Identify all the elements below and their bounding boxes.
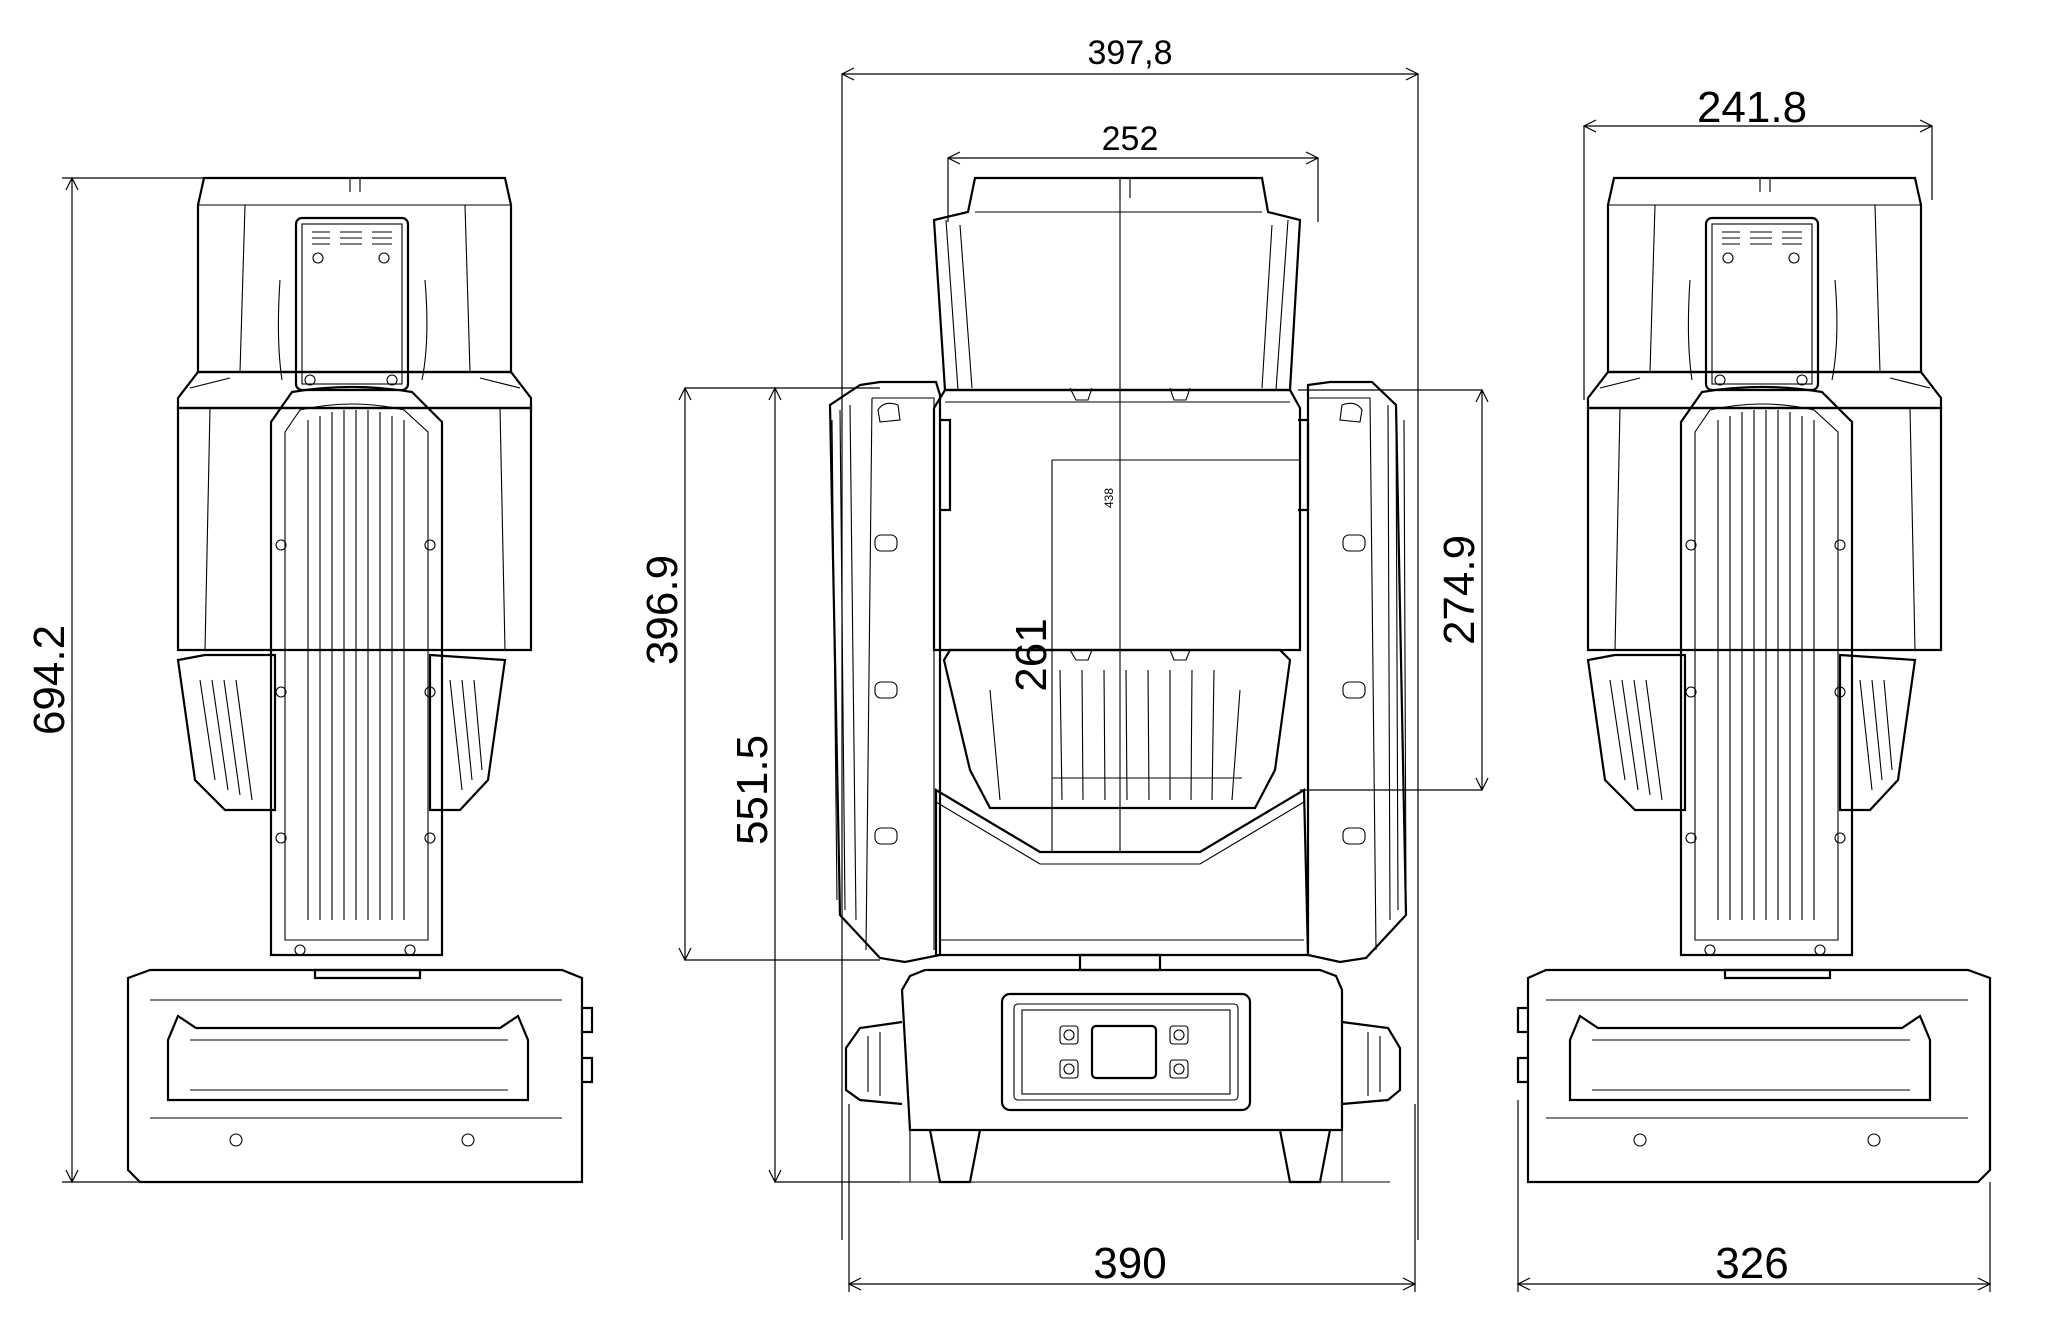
right-side-view: 241.8 326 bbox=[1516, 83, 1992, 1292]
dim-head-width: 252 bbox=[1102, 120, 1159, 158]
dim-right-base-width: 326 bbox=[1715, 1239, 1788, 1288]
dim-side-total-height: 694.2 bbox=[25, 625, 74, 735]
center-front-view: 397,8 252 438 261 396.9 551.5 274.9 390 bbox=[638, 34, 1489, 1292]
dim-right-head-height: 274.9 bbox=[1435, 535, 1484, 645]
dim-yoke-arm-height: 396.9 bbox=[638, 555, 687, 665]
dim-head-center-height: 438 bbox=[1102, 488, 1116, 508]
left-side-view: 694.2 bbox=[25, 176, 594, 1184]
dim-center-front-height: 261 bbox=[1007, 618, 1056, 691]
dim-top-overall-width: 397,8 bbox=[1087, 34, 1172, 72]
dim-right-top-width: 241.8 bbox=[1697, 83, 1807, 132]
dim-front-base-width: 390 bbox=[1093, 1239, 1166, 1288]
dim-front-yoke-to-base: 551.5 bbox=[728, 735, 777, 845]
